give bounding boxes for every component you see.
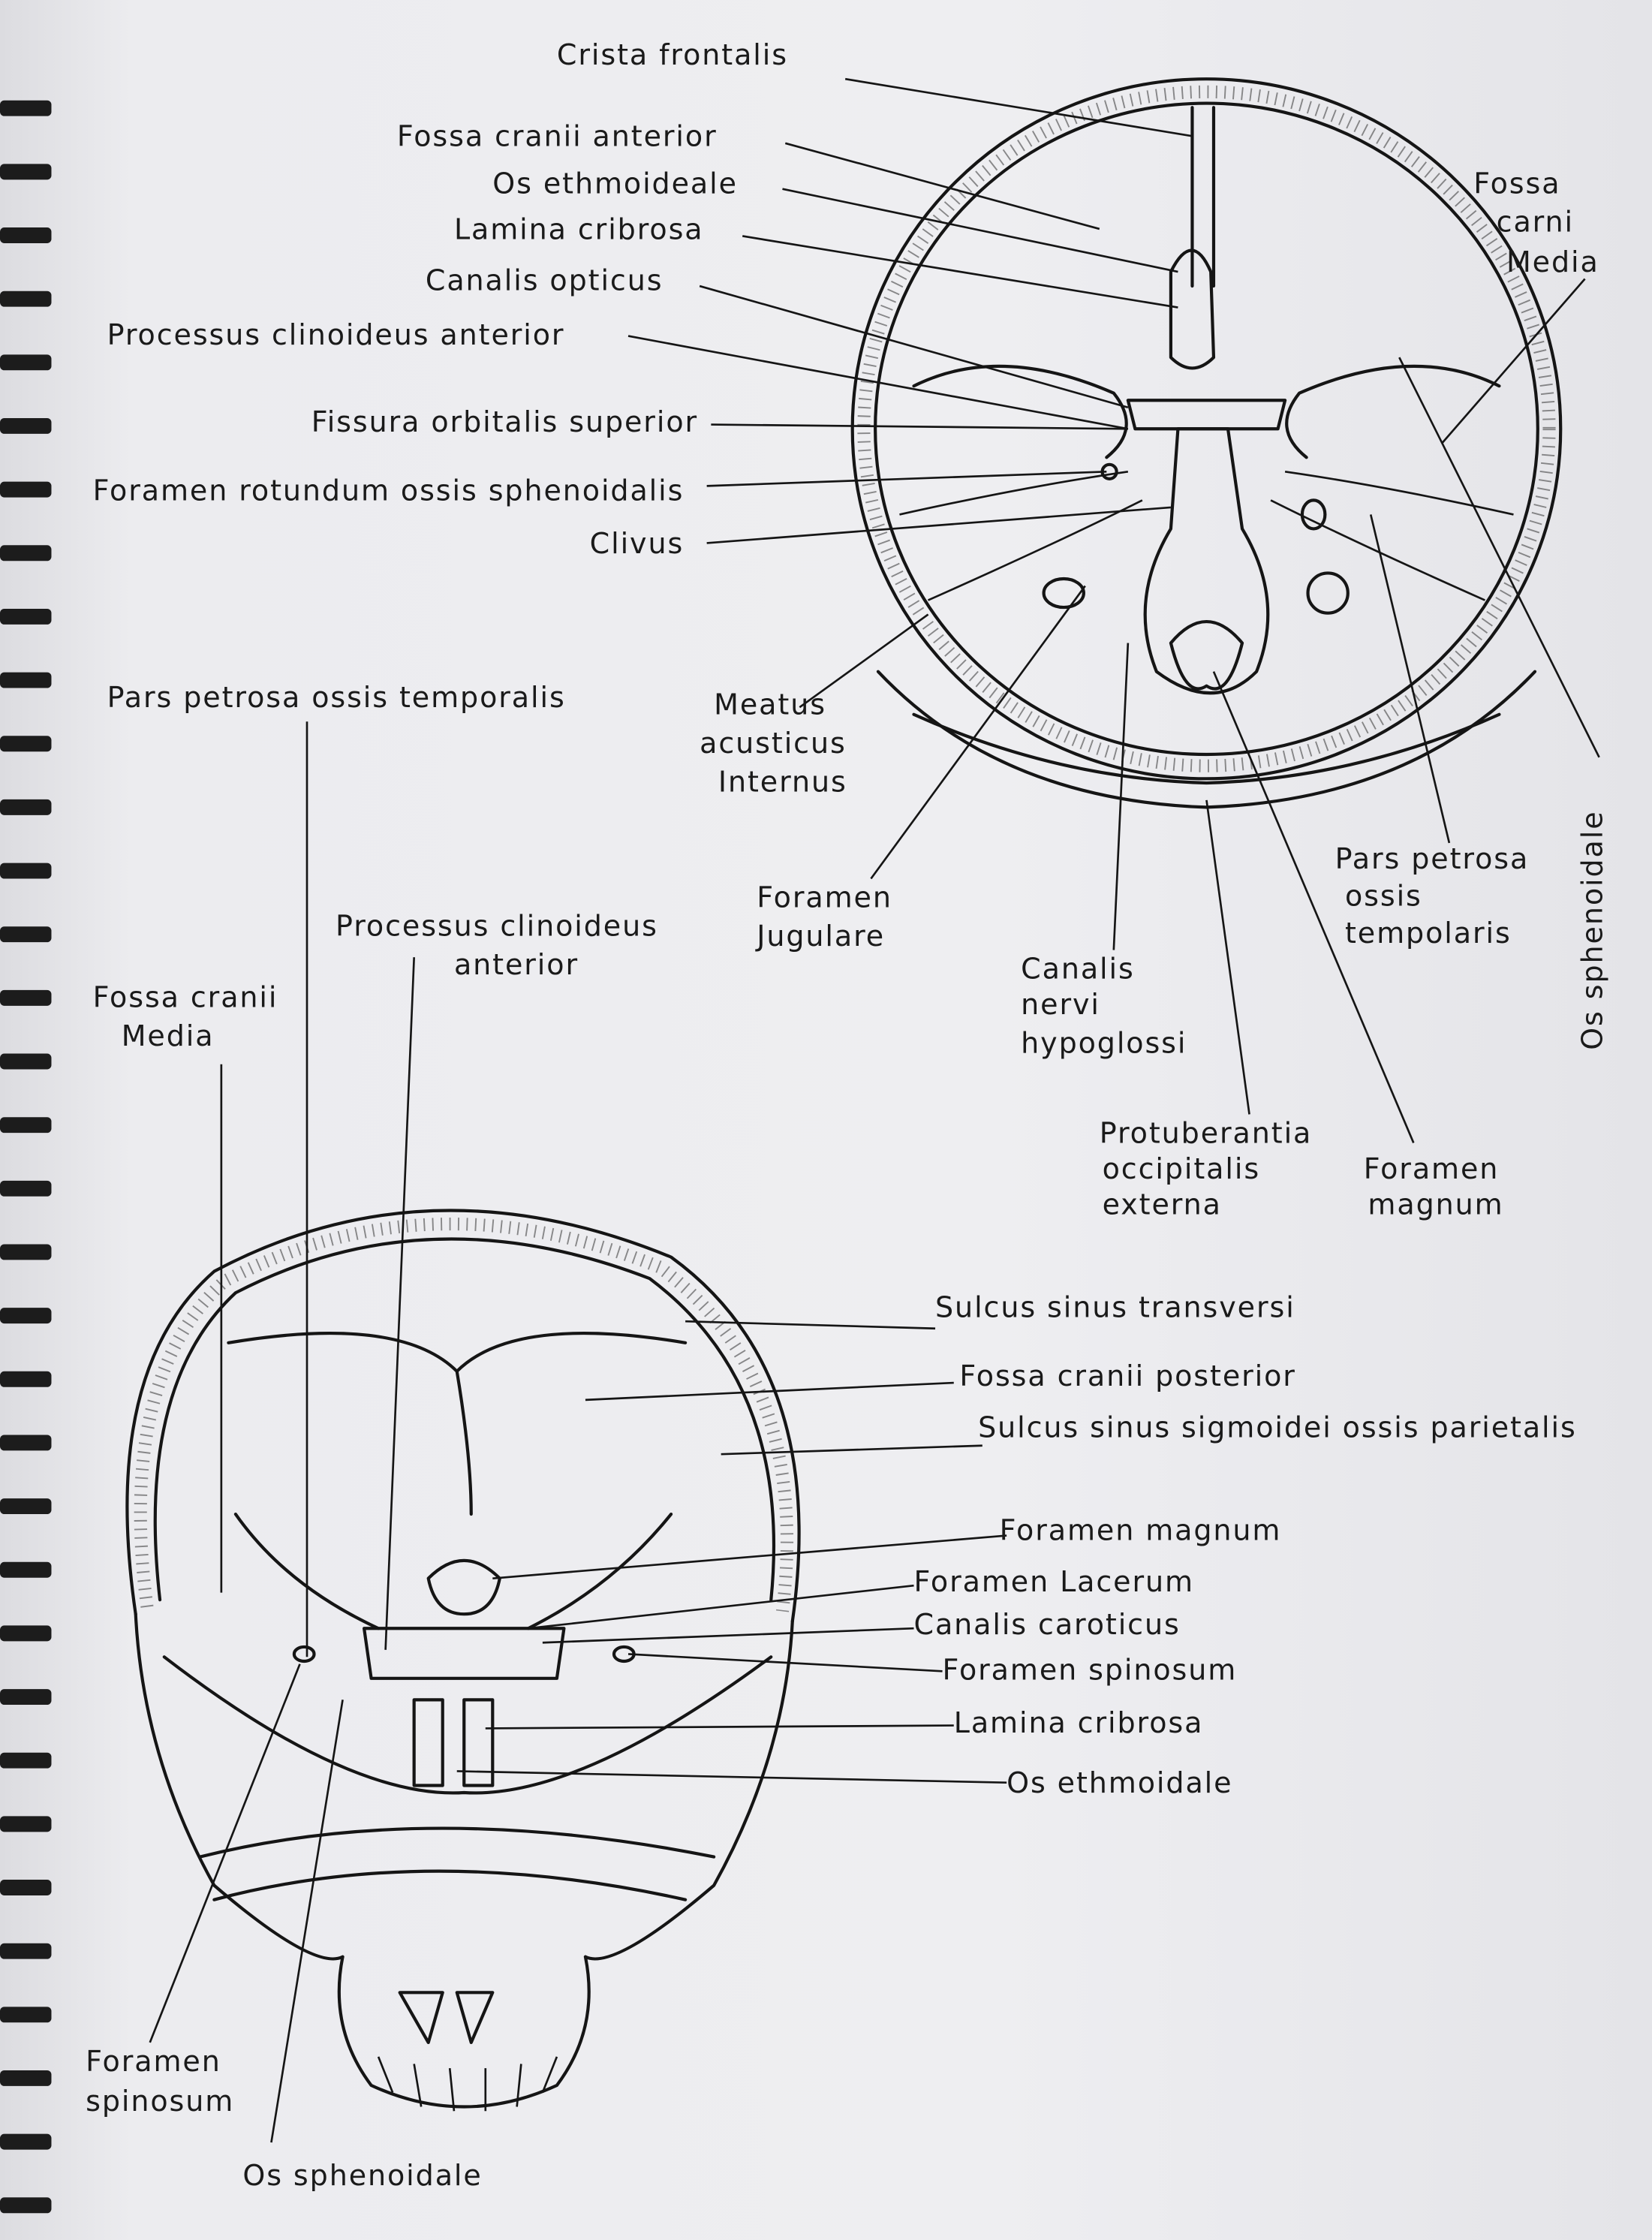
binding-ring xyxy=(0,1371,52,1387)
label-fossa-carni-media: Fossa carni Media xyxy=(1473,167,1599,278)
label-fossa-cranii-anterior: Fossa cranii anterior xyxy=(397,120,718,153)
label-fossa-cranii-media-bottom: Fossa cranii Media xyxy=(93,981,278,1052)
svg-text:Canalis: Canalis xyxy=(1021,953,1135,986)
label-protuberantia-occipitalis-externa: Protuberantia occipitalis externa xyxy=(1100,1116,1312,1221)
binding-ring xyxy=(0,1308,52,1324)
svg-text:hypoglossi: hypoglossi xyxy=(1021,1027,1187,1060)
label-os-sphenoidale-bottom: Os sphenoidale xyxy=(242,2159,482,2192)
binding-ring xyxy=(0,164,52,180)
label-foramen-spinosum-right: Foramen spinosum xyxy=(943,1654,1238,1687)
label-pars-petrosa-top: Pars petrosa ossis tempolaris xyxy=(1335,842,1530,950)
binding-ring xyxy=(0,1498,52,1515)
label-os-sphenoidale-top: Os sphenoidale xyxy=(1575,811,1608,1050)
spiral-binding xyxy=(0,100,52,2214)
binding-ring xyxy=(0,926,52,943)
bottom-skull-drawing xyxy=(125,1209,801,2112)
svg-text:acusticus: acusticus xyxy=(700,727,847,760)
binding-ring xyxy=(0,736,52,752)
svg-text:Internus: Internus xyxy=(718,765,847,798)
label-os-ethmoideale: Os ethmoideale xyxy=(492,167,738,200)
top-skull-drawing xyxy=(850,77,1563,809)
label-fossa-cranii-posterior: Fossa cranii posterior xyxy=(959,1359,1295,1392)
binding-ring xyxy=(0,1053,52,1070)
binding-ring xyxy=(0,1435,52,1451)
binding-ring xyxy=(0,1816,52,1832)
svg-text:Processus clinoideus: Processus clinoideus xyxy=(336,910,658,943)
svg-text:Media: Media xyxy=(1506,245,1599,278)
binding-ring xyxy=(0,863,52,879)
label-foramen-rotundum: Foramen rotundum ossis sphenoidalis xyxy=(93,474,685,507)
svg-text:magnum: magnum xyxy=(1368,1188,1503,1221)
binding-ring xyxy=(0,354,52,371)
binding-ring xyxy=(0,989,52,1006)
label-sulcus-sinus-transversi: Sulcus sinus transversi xyxy=(935,1291,1295,1324)
label-fissura-orbitalis-superior: Fissura orbitalis superior xyxy=(311,405,698,438)
svg-text:Meatus: Meatus xyxy=(714,688,826,721)
label-foramen-lacerum: Foramen Lacerum xyxy=(913,1565,1194,1598)
svg-text:Foramen: Foramen xyxy=(86,2045,221,2078)
binding-ring xyxy=(0,481,52,498)
label-canalis-opticus: Canalis opticus xyxy=(426,264,664,297)
binding-ring xyxy=(0,291,52,307)
label-canalis-nervi-hypoglossi: Canalis nervi hypoglossi xyxy=(1021,953,1187,1060)
label-processus-clinoideus-anterior: Processus clinoideus anterior xyxy=(107,318,565,351)
label-clivus: Clivus xyxy=(590,527,685,560)
svg-text:ossis: ossis xyxy=(1345,880,1422,913)
binding-ring xyxy=(0,1689,52,1706)
binding-ring xyxy=(0,1625,52,1642)
svg-text:carni: carni xyxy=(1497,206,1574,239)
binding-ring xyxy=(0,1180,52,1197)
svg-text:Fossa: Fossa xyxy=(1473,167,1560,200)
binding-ring xyxy=(0,608,52,625)
binding-ring xyxy=(0,1880,52,1895)
label-os-ethmoidale-bottom: Os ethmoidale xyxy=(1007,1766,1232,1799)
binding-ring xyxy=(0,1244,52,1260)
binding-ring xyxy=(0,672,52,688)
binding-ring xyxy=(0,1561,52,1578)
svg-text:tempolaris: tempolaris xyxy=(1345,917,1512,950)
svg-text:anterior: anterior xyxy=(454,948,579,981)
label-crista-frontalis: Crista frontalis xyxy=(557,38,788,71)
svg-text:spinosum: spinosum xyxy=(86,2085,234,2118)
binding-ring xyxy=(0,100,52,116)
svg-text:Protuberantia: Protuberantia xyxy=(1100,1116,1312,1149)
binding-ring xyxy=(0,2133,52,2150)
label-processus-clinoideus-anterior-bottom: Processus clinoideus anterior xyxy=(336,910,658,981)
svg-text:occipitalis: occipitalis xyxy=(1103,1152,1260,1185)
binding-ring xyxy=(0,2007,52,2023)
svg-text:nervi: nervi xyxy=(1021,988,1100,1021)
svg-text:Media: Media xyxy=(122,1019,215,1052)
binding-ring xyxy=(0,227,52,243)
label-lamina-cribrosa: Lamina cribrosa xyxy=(454,212,704,245)
svg-text:externa: externa xyxy=(1103,1188,1222,1221)
binding-ring xyxy=(0,545,52,562)
svg-text:Jugulare: Jugulare xyxy=(755,920,885,953)
binding-ring xyxy=(0,1943,52,1959)
binding-ring xyxy=(0,1117,52,1134)
label-lamina-cribrosa-bottom: Lamina cribrosa xyxy=(954,1706,1204,1739)
svg-text:Pars petrosa: Pars petrosa xyxy=(1335,842,1530,875)
label-foramen-magnum-top: Foramen magnum xyxy=(1364,1152,1503,1221)
label-pars-petrosa-bottom: Pars petrosa ossis temporalis xyxy=(107,681,566,714)
label-foramen-spinosum-left: Foramen spinosum xyxy=(86,2045,234,2118)
leader-lines xyxy=(149,77,1600,2143)
label-foramen-jugulare: Foramen Jugulare xyxy=(755,881,892,953)
binding-ring xyxy=(0,2070,52,2086)
binding-ring xyxy=(0,418,52,434)
label-meatus-acusticus-internus: Meatus acusticus Internus xyxy=(700,688,847,799)
binding-ring xyxy=(0,2197,52,2214)
svg-text:Foramen: Foramen xyxy=(757,881,892,914)
label-canalis-caroticus: Canalis caroticus xyxy=(913,1608,1180,1641)
label-sulcus-sinus-sigmoidei: Sulcus sinus sigmoidei ossis parietalis xyxy=(978,1411,1577,1444)
svg-text:Foramen: Foramen xyxy=(1364,1152,1500,1185)
label-foramen-magnum-bottom: Foramen magnum xyxy=(1000,1513,1282,1546)
binding-ring xyxy=(0,1752,52,1769)
svg-text:Fossa cranii: Fossa cranii xyxy=(93,981,278,1014)
binding-ring xyxy=(0,799,52,815)
